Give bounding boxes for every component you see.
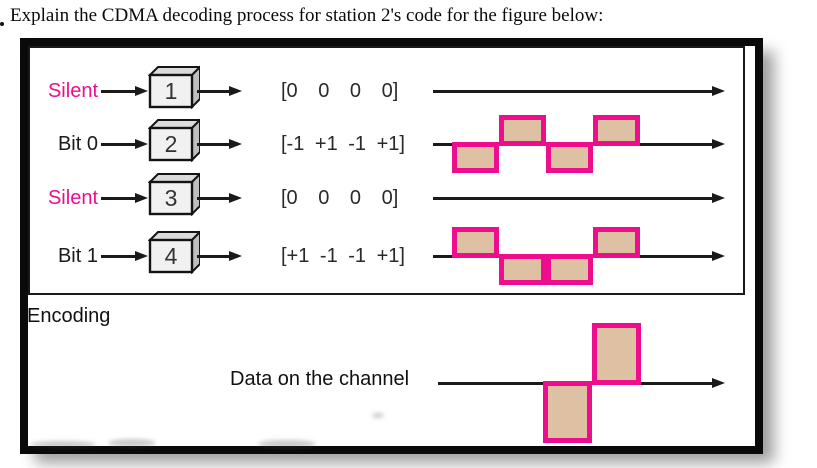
signal-chip	[546, 254, 593, 285]
signal-chip	[543, 381, 592, 443]
question-title: Explain the CDMA decoding process for st…	[10, 5, 604, 26]
station-1-output-arrow	[197, 89, 229, 93]
station-1-box: 1	[148, 65, 200, 109]
list-marker-dot	[0, 22, 4, 26]
station-3-signal	[433, 162, 725, 234]
station-4-input-arrow	[101, 254, 135, 258]
station-1-state-label: Silent	[47, 80, 98, 102]
station-3-input-arrow	[101, 196, 135, 200]
signal-chip	[593, 115, 640, 146]
channel-label: Data on the channel	[230, 368, 410, 390]
signal-chip	[499, 115, 546, 146]
signal-chip	[452, 142, 499, 173]
signal-chip	[592, 323, 641, 385]
station-4-number: 4	[165, 243, 178, 269]
station-2-state-label: Bit 0	[57, 133, 98, 155]
station-3-signal-line	[433, 196, 712, 200]
station-1-number: 1	[165, 78, 178, 104]
station-4-signal	[433, 220, 725, 292]
station-2-code: [-1 +1 -1 +1]	[281, 133, 405, 155]
station-3-output-arrow	[197, 196, 229, 200]
station-1-signal-line	[433, 89, 712, 93]
station-3-box: 3	[148, 172, 200, 216]
print-smudge	[372, 413, 384, 418]
print-smudge	[108, 439, 156, 447]
station-3-number: 3	[165, 185, 178, 211]
station-2-output-arrow	[197, 142, 229, 146]
station-4-box: 4	[148, 230, 200, 274]
figure-inner-frame	[28, 46, 745, 295]
signal-chip	[452, 227, 499, 258]
signal-chip	[593, 227, 640, 258]
station-1-code: [0 0 0 0]	[281, 80, 399, 102]
station-1-signal	[433, 55, 725, 127]
encoding-label: Encoding	[27, 305, 111, 327]
station-2-box: 2	[148, 118, 200, 162]
station-2-input-arrow	[101, 142, 135, 146]
print-smudge	[30, 441, 96, 448]
station-4-code: [+1 -1 -1 +1]	[281, 245, 405, 267]
station-4-state-label: Bit 1	[57, 245, 98, 267]
station-1-input-arrow	[101, 89, 135, 93]
print-smudge	[258, 440, 316, 448]
station-3-code: [0 0 0 0]	[281, 187, 399, 209]
signal-chip	[499, 254, 546, 285]
signal-chip	[546, 142, 593, 173]
station-2-signal	[433, 108, 725, 180]
station-2-number: 2	[165, 131, 178, 157]
channel-signal	[438, 315, 725, 451]
station-4-output-arrow	[197, 254, 229, 258]
station-3-state-label: Silent	[47, 187, 98, 209]
